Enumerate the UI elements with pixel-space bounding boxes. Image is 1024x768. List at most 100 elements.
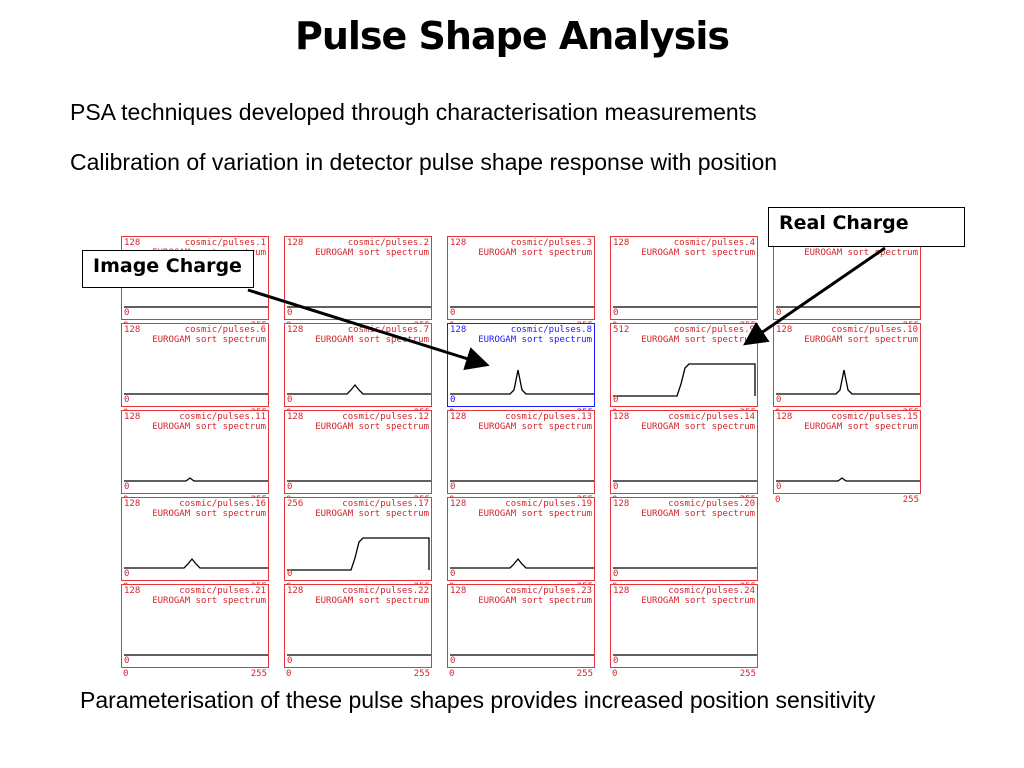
panel-subtitle: EUROGAM sort spectrum [641,422,755,432]
panel-subtitle: EUROGAM sort spectrum [641,596,755,606]
panel-name: cosmic/pulses.7 [347,325,429,335]
panel-name: cosmic/pulses.21 [179,586,266,596]
pulse-trace [613,480,757,482]
axis-min-label: 0 [123,669,129,679]
panel-ymax: 128 [124,412,141,422]
panel-subtitle: EUROGAM sort spectrum [152,509,266,519]
bullet-psa-techniques: PSA techniques developed through charact… [70,99,757,125]
panel-name: cosmic/pulses.2 [347,238,429,248]
panel-ymax: 128 [450,586,467,596]
axis-max-label: 255 [413,669,430,679]
axis-max-label: 255 [902,495,919,505]
panel-subtitle: EUROGAM sort spectrum [478,335,592,345]
panel-ymin: 0 [124,482,130,492]
pulse-trace [124,654,268,656]
panel-subtitle: EUROGAM sort spectrum [478,509,592,519]
panel-name: cosmic/pulses.3 [510,238,592,248]
bullet-calibration: Calibration of variation in detector pul… [70,149,778,175]
panel-ymin: 0 [124,308,130,318]
image-charge-callout: Image Charge [82,250,254,288]
panel-subtitle: EUROGAM sort spectrum [804,248,918,258]
panel-name: cosmic/pulses.15 [831,412,918,422]
pulse-trace [450,369,594,395]
panel-ymin: 0 [450,656,456,666]
panel-name: cosmic/pulses.14 [668,412,755,422]
pulse-trace [124,477,268,482]
pulse-trace [613,654,757,656]
axis-min-label: 0 [775,495,781,505]
panel-name: cosmic/pulses.9 [673,325,755,335]
panel-ymax: 128 [124,499,141,509]
pulse-trace [613,363,756,397]
panel-ymax: 128 [124,325,141,335]
panel-subtitle: EUROGAM sort spectrum [478,248,592,258]
trace-line [776,477,920,482]
panel-subtitle: EUROGAM sort spectrum [641,248,755,258]
slide-title: Pulse Shape Analysis [295,14,730,58]
panel-ymin: 0 [287,569,293,579]
panel-ymax: 256 [287,499,304,509]
pulse-trace [613,306,757,308]
panel-ymin: 0 [287,656,293,666]
trace-line [776,369,920,395]
panel-subtitle: EUROGAM sort spectrum [641,509,755,519]
panel-subtitle: EUROGAM sort spectrum [152,422,266,432]
panel-ymax: 128 [613,586,630,596]
panel-ymax: 128 [287,412,304,422]
pulse-trace [287,480,431,482]
panel-ymin: 0 [287,308,293,318]
panel-ymax: 128 [613,499,630,509]
panel-subtitle: EUROGAM sort spectrum [315,509,429,519]
panel-name: cosmic/pulses.12 [342,412,429,422]
panel-subtitle: EUROGAM sort spectrum [641,335,755,345]
panel-name: cosmic/pulses.23 [505,586,592,596]
panel-name: cosmic/pulses.22 [342,586,429,596]
panel-ymax: 128 [287,325,304,335]
panel-subtitle: EUROGAM sort spectrum [315,596,429,606]
axis-max-label: 255 [250,669,267,679]
pulse-trace [450,557,594,569]
panel-subtitle: EUROGAM sort spectrum [478,596,592,606]
panel-ymin: 0 [124,656,130,666]
panel-name: cosmic/pulses.6 [184,325,266,335]
panel-ymin: 0 [450,395,456,405]
panel-subtitle: EUROGAM sort spectrum [315,422,429,432]
panel-ymax: 128 [287,238,304,248]
panel-ymin: 0 [287,482,293,492]
panel-ymin: 0 [287,395,293,405]
pulse-trace [450,480,594,482]
pulse-trace [776,369,920,395]
panel-name: cosmic/pulses.10 [831,325,918,335]
panel-subtitle: EUROGAM sort spectrum [315,248,429,258]
panel-ymax: 512 [613,325,630,335]
pulse-trace [287,654,431,656]
panel-ymin: 0 [124,569,130,579]
pulse-trace [124,306,268,308]
panel-ymax: 128 [450,238,467,248]
axis-min-label: 0 [286,669,292,679]
